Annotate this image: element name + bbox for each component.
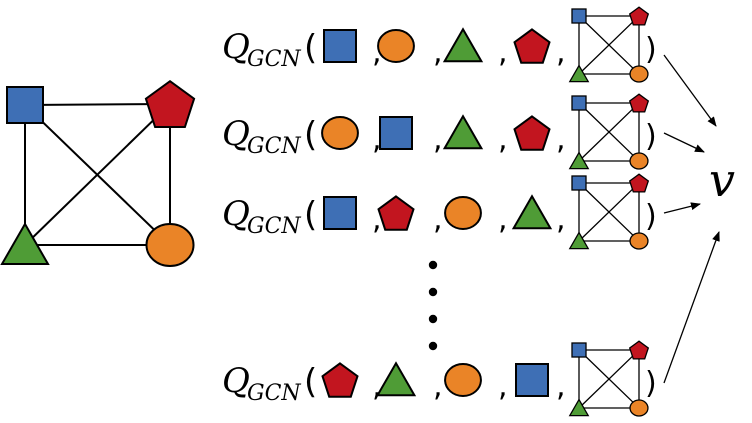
qgcn-label: Q [222, 27, 250, 67]
mini-graph-edge [578, 182, 640, 242]
comma: , [556, 122, 566, 157]
comma: , [372, 122, 382, 157]
ellipsis-dot [428, 287, 438, 297]
pentagon-node-icon [513, 115, 551, 151]
comma: , [433, 35, 443, 70]
circle-node-icon [444, 196, 482, 230]
graph-edge [24, 103, 171, 106]
ellipsis-dot [428, 260, 438, 270]
pentagon-node-icon [628, 340, 650, 360]
circle-node-icon [629, 232, 649, 250]
triangle-node-icon [511, 194, 553, 230]
triangle-node-icon [568, 151, 590, 170]
circle-node-icon [629, 65, 649, 83]
comma: , [372, 35, 382, 70]
ellipsis-dot [428, 314, 438, 324]
comma: , [556, 369, 566, 404]
triangle-node-icon [568, 231, 590, 250]
mini-graph [568, 340, 650, 417]
qgcn-label: Q [222, 194, 250, 234]
qgcn-subscript: GCN [247, 214, 301, 239]
comma: , [372, 369, 382, 404]
qgcn-label: Q [222, 114, 250, 154]
mini-graph [568, 173, 650, 250]
circle-node-icon [629, 399, 649, 417]
comma: , [372, 202, 382, 237]
pentagon-node-icon [628, 173, 650, 193]
triangle-node-icon [442, 114, 484, 150]
pentagon-node-icon [321, 362, 359, 398]
comma: , [498, 369, 508, 404]
input-graph [0, 79, 196, 267]
qgcn-subscript: GCN [247, 134, 301, 159]
comma: , [433, 369, 443, 404]
circle-node-icon [321, 116, 359, 150]
mini-graph [568, 93, 650, 170]
comma: , [498, 122, 508, 157]
pentagon-node-icon [513, 28, 551, 64]
mini-graph-edge [578, 349, 640, 409]
aggregation-arrow [663, 202, 701, 214]
comma: , [433, 122, 443, 157]
circle-node-icon [444, 363, 482, 397]
circle-node-icon [629, 152, 649, 170]
triangle-node-icon [568, 398, 590, 417]
comma: , [498, 35, 508, 70]
pentagon-node-icon [144, 79, 196, 128]
comma: , [433, 202, 443, 237]
aggregation-arrow [663, 132, 705, 153]
mini-graph [568, 6, 650, 83]
graph-edge [24, 103, 171, 246]
ellipsis-dot [428, 341, 438, 351]
triangle-node-icon [568, 64, 590, 83]
ellipsis-dots [428, 260, 438, 351]
close-paren: ) [645, 366, 657, 401]
triangle-node-icon [442, 27, 484, 63]
square-node-icon [323, 29, 357, 63]
close-paren: ) [645, 32, 657, 67]
aggregation-arrow [663, 231, 720, 384]
triangle-node-icon [375, 361, 417, 397]
square-node-icon [323, 196, 357, 230]
close-paren: ) [645, 119, 657, 154]
square-node-icon [6, 86, 44, 124]
pentagon-node-icon [377, 195, 415, 231]
open-paren: ( [304, 115, 317, 155]
square-node-icon [571, 342, 587, 358]
output-v-label: v [709, 153, 735, 207]
mini-graph-edge [578, 15, 640, 75]
comma: , [556, 202, 566, 237]
aggregation-arrow [663, 54, 717, 127]
circle-node-icon [377, 29, 415, 63]
open-paren: ( [304, 362, 317, 402]
close-paren: ) [645, 199, 657, 234]
pentagon-node-icon [628, 6, 650, 26]
square-node-icon [571, 175, 587, 191]
comma: , [556, 35, 566, 70]
open-paren: ( [304, 195, 317, 235]
circle-node-icon [145, 223, 195, 267]
mini-graph-edge [578, 102, 640, 162]
comma: , [498, 202, 508, 237]
square-node-icon [515, 363, 549, 397]
square-node-icon [571, 95, 587, 111]
square-node-icon [379, 116, 413, 150]
aggregation-arrows [663, 54, 720, 384]
qgcn-label: Q [222, 361, 250, 401]
pentagon-node-icon [628, 93, 650, 113]
qgcn-subscript: GCN [247, 381, 301, 406]
qgcn-subscript: GCN [247, 47, 301, 72]
open-paren: ( [304, 28, 317, 68]
triangle-node-icon [0, 221, 50, 265]
square-node-icon [571, 8, 587, 24]
